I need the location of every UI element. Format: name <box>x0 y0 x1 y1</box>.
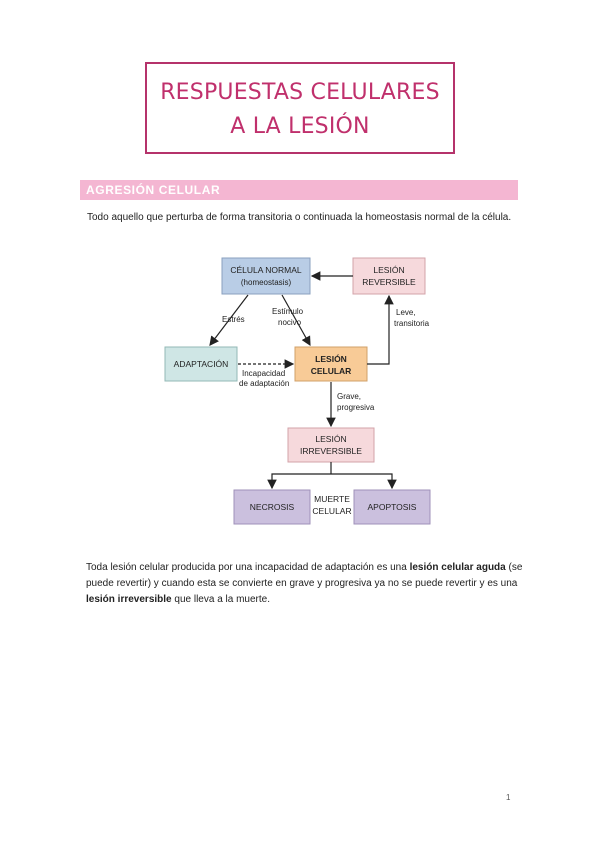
label-stimulus-2: nocivo <box>278 318 302 327</box>
irreversible-injury-label-1: LESIÓN <box>315 434 346 444</box>
section-heading: AGRESIÓN CELULAR <box>86 183 221 197</box>
reversible-injury-label-1: LESIÓN <box>373 265 404 275</box>
arrow-normal-to-injury <box>281 294 311 347</box>
cell-injury-box: LESIÓN CELULAR <box>294 346 368 382</box>
label-stimulus-1: Estímulo <box>272 307 304 316</box>
body-bold-2: lesión irreversible <box>86 594 172 605</box>
arrow-to-apoptosis <box>331 473 397 490</box>
normal-cell-box: CÉLULA NORMAL (homeostasis) <box>221 257 311 295</box>
necrosis-box: NECROSIS <box>233 489 311 525</box>
necrosis-label: NECROSIS <box>250 502 295 512</box>
body-bold-1: lesión celular aguda <box>409 562 506 573</box>
title-line-2: A LA LESIÓN <box>230 114 370 139</box>
label-severe-2: progresiva <box>337 403 375 412</box>
label-inability-1: Incapacidad <box>242 369 285 378</box>
intro-paragraph: Todo aquello que perturba de forma trans… <box>87 212 512 223</box>
label-inability-2: de adaptación <box>239 379 289 388</box>
arrow-to-necrosis <box>267 473 331 490</box>
arrow-injury-to-reversible <box>367 294 394 365</box>
body-text-1: Toda lesión celular producida por una in… <box>86 562 410 573</box>
cell-injury-label-2: CELULAR <box>311 366 352 376</box>
apoptosis-box: APOPTOSIS <box>353 489 431 525</box>
label-mild-2: transitoria <box>394 319 430 328</box>
arrow-normal-to-adaptation <box>209 294 249 346</box>
body-paragraph: Toda lesión celular producida por una in… <box>86 560 526 608</box>
adaptation-box: ADAPTACIÓN <box>164 346 238 382</box>
irreversible-injury-label-2: IRREVERSIBLE <box>300 446 362 456</box>
cell-death-label-2: CELULAR <box>312 506 351 516</box>
cell-death-label-1: MUERTE <box>314 494 350 504</box>
label-stress: Estrés <box>222 315 245 324</box>
apoptosis-label: APOPTOSIS <box>368 502 417 512</box>
label-severe-1: Grave, <box>337 392 361 401</box>
normal-cell-label: CÉLULA NORMAL <box>230 265 302 275</box>
label-mild-1: Leve, <box>396 308 416 317</box>
reversible-injury-label-2: REVERSIBLE <box>362 277 416 287</box>
cell-injury-diagram: CÉLULA NORMAL (homeostasis) LESIÓN REVER… <box>164 257 431 525</box>
cell-injury-label-1: LESIÓN <box>315 353 347 364</box>
normal-cell-sublabel: (homeostasis) <box>241 278 292 287</box>
body-text-2: (se puede revertir) y cuando esta se con… <box>86 562 523 589</box>
title-box: RESPUESTAS CELULARES A LA LESIÓN <box>145 62 455 154</box>
page-number: 1 <box>506 793 511 802</box>
reversible-injury-box: LESIÓN REVERSIBLE <box>352 257 426 295</box>
title-line-1: RESPUESTAS CELULARES <box>160 80 440 105</box>
adaptation-label: ADAPTACIÓN <box>174 359 229 369</box>
irreversible-injury-box: LESIÓN IRREVERSIBLE <box>287 427 375 463</box>
body-text-3: que lleva a la muerte. <box>171 594 270 605</box>
section-heading-bar: AGRESIÓN CELULAR <box>80 180 518 200</box>
